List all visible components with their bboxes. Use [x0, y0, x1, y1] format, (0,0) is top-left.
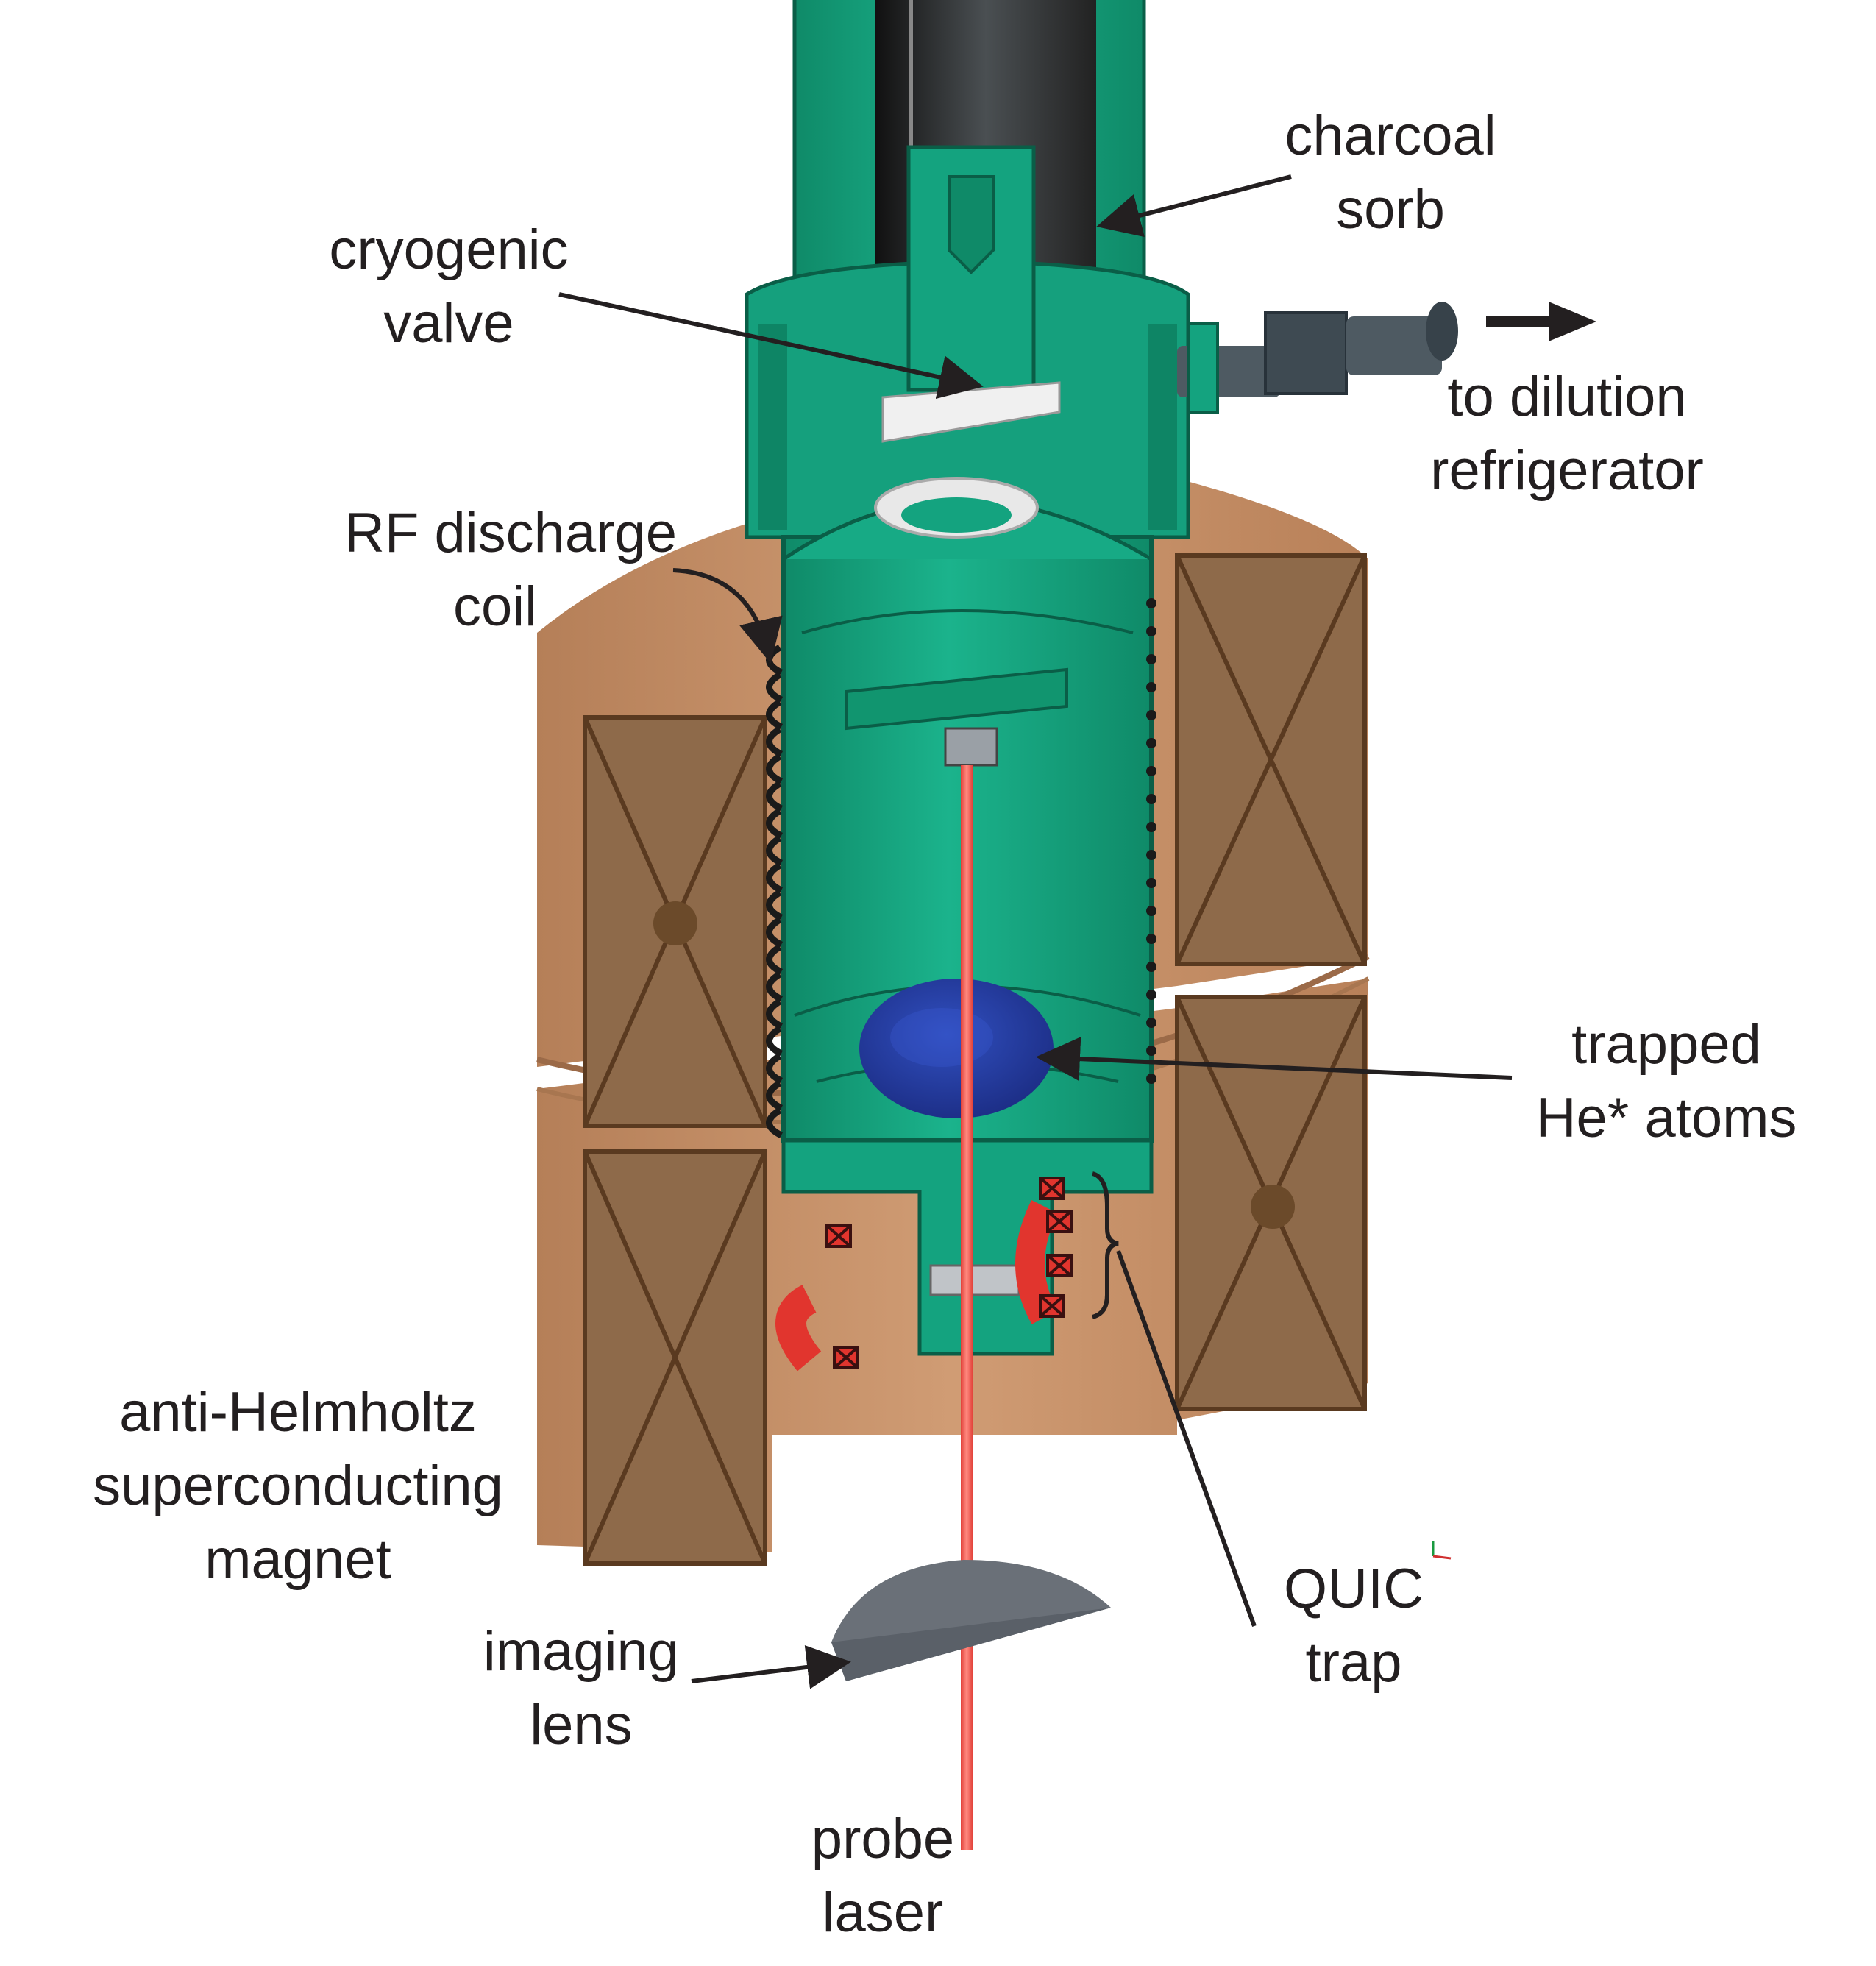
coil-turn: [766, 1107, 784, 1139]
coil-turn: [766, 672, 784, 703]
coil-dot: [1146, 934, 1156, 944]
rf-discharge-coil: [766, 645, 784, 1139]
magnet-coil-section-lower-right: [1175, 995, 1367, 1411]
coil-dot: [1146, 878, 1156, 888]
coil-turn: [766, 781, 784, 812]
quic-brace: [1091, 1171, 1257, 1628]
label-magnet-line2: superconducting: [93, 1455, 503, 1517]
label-charcoal-sorb: charcoal sorb: [1251, 99, 1530, 246]
coil-turn: [766, 808, 784, 840]
label-imaging-lens: imaging lens: [441, 1615, 721, 1762]
leader-cryogenic-valve: [558, 292, 984, 400]
coil-dot: [1146, 990, 1156, 1000]
coil-turn: [766, 890, 784, 921]
label-probe-laser-line2: laser: [822, 1881, 944, 1944]
label-magnet: anti-Helmholtz superconducting magnet: [51, 1376, 544, 1597]
coil-dot: [1146, 738, 1156, 748]
rf-coil-dots-right: [1146, 598, 1156, 1084]
leader-charcoal-sorb: [1096, 174, 1292, 238]
label-probe-laser-line1: probe: [811, 1808, 955, 1870]
coil-dot: [1146, 626, 1156, 636]
coil-turn: [766, 998, 784, 1030]
coil-dot: [1146, 766, 1156, 776]
label-imaging-lens-line2: lens: [530, 1694, 633, 1756]
axis-glyph: [1432, 1541, 1452, 1560]
magnet-coil-section-upper-left: [583, 715, 767, 1128]
label-quic-trap: QUIC trap: [1243, 1552, 1464, 1700]
label-magnet-line3: magnet: [205, 1528, 391, 1591]
coil-turn: [766, 917, 784, 948]
label-to-dilution: to dilution refrigerator: [1383, 361, 1751, 508]
quic-coil-marker: [1039, 1294, 1065, 1318]
coil-dot: [1146, 1046, 1156, 1056]
label-trapped-atoms-line1: trapped: [1571, 1013, 1761, 1076]
quic-coil-marker: [833, 1346, 859, 1369]
label-to-dilution-line1: to dilution: [1447, 366, 1687, 428]
coil-turn: [766, 699, 784, 731]
label-cryogenic-valve-line2: valve: [383, 292, 514, 355]
label-quic-trap-line1: QUIC: [1284, 1558, 1424, 1620]
coil-turn: [766, 944, 784, 976]
quic-coil-marker: [1046, 1210, 1073, 1233]
label-trapped-atoms: trapped He* atoms: [1493, 1008, 1839, 1155]
coil-turn: [766, 1080, 784, 1112]
leader-trapped-atoms: [1036, 1037, 1513, 1082]
label-cryogenic-valve: cryogenic valve: [294, 213, 603, 361]
coil-dot: [1146, 906, 1156, 916]
coil-dot: [1146, 598, 1156, 608]
label-trapped-atoms-line2: He* atoms: [1535, 1087, 1797, 1149]
coil-turn: [766, 1026, 784, 1057]
coil-turn: [766, 1053, 784, 1085]
coil-dot: [1146, 710, 1156, 720]
label-imaging-lens-line1: imaging: [483, 1620, 680, 1683]
label-probe-laser: probe laser: [765, 1803, 1001, 1950]
coil-turn: [766, 862, 784, 894]
leader-imaging-lens: [691, 1645, 851, 1689]
label-quic-trap-line2: trap: [1305, 1631, 1402, 1694]
coil-turn: [766, 835, 784, 867]
magnet-coil-section-lower-left: [583, 1149, 767, 1566]
label-cryogenic-valve-line1: cryogenic: [329, 219, 569, 281]
coil-dot: [1146, 1018, 1156, 1028]
cryogenic-valve-body: [881, 145, 1061, 443]
trapped-atom-cloud: [859, 979, 1054, 1118]
quic-trap-coils: [775, 1177, 1073, 1371]
pump-line: [1177, 302, 1458, 414]
label-charcoal-sorb-line1: charcoal: [1285, 104, 1496, 167]
coil-dot: [1146, 682, 1156, 692]
coil-turn: [766, 971, 784, 1003]
probe-laser-beam: [961, 765, 973, 1850]
quic-coil-marker: [1039, 1177, 1065, 1200]
arrow-to-dilution: [1486, 302, 1596, 341]
coil-turn: [766, 753, 784, 785]
coil-dot: [1146, 654, 1156, 664]
coil-dot: [1146, 1074, 1156, 1084]
label-to-dilution-line2: refrigerator: [1430, 439, 1704, 502]
magnet-coil-section-upper-right: [1175, 553, 1367, 966]
coil-dot: [1146, 794, 1156, 804]
label-rf-coil-line2: coil: [452, 575, 537, 638]
coil-dot: [1146, 822, 1156, 832]
quic-coil-marker: [1046, 1254, 1073, 1277]
label-charcoal-sorb-line2: sorb: [1336, 178, 1445, 241]
coil-turn: [766, 726, 784, 758]
label-rf-coil-line1: RF discharge: [344, 502, 677, 564]
coil-dot: [1146, 850, 1156, 860]
label-rf-coil: RF discharge coil: [265, 497, 677, 644]
label-magnet-line1: anti-Helmholtz: [119, 1381, 477, 1444]
quic-coil-marker: [825, 1224, 852, 1248]
leader-rf-coil: [672, 568, 783, 664]
coil-dot: [1146, 962, 1156, 972]
